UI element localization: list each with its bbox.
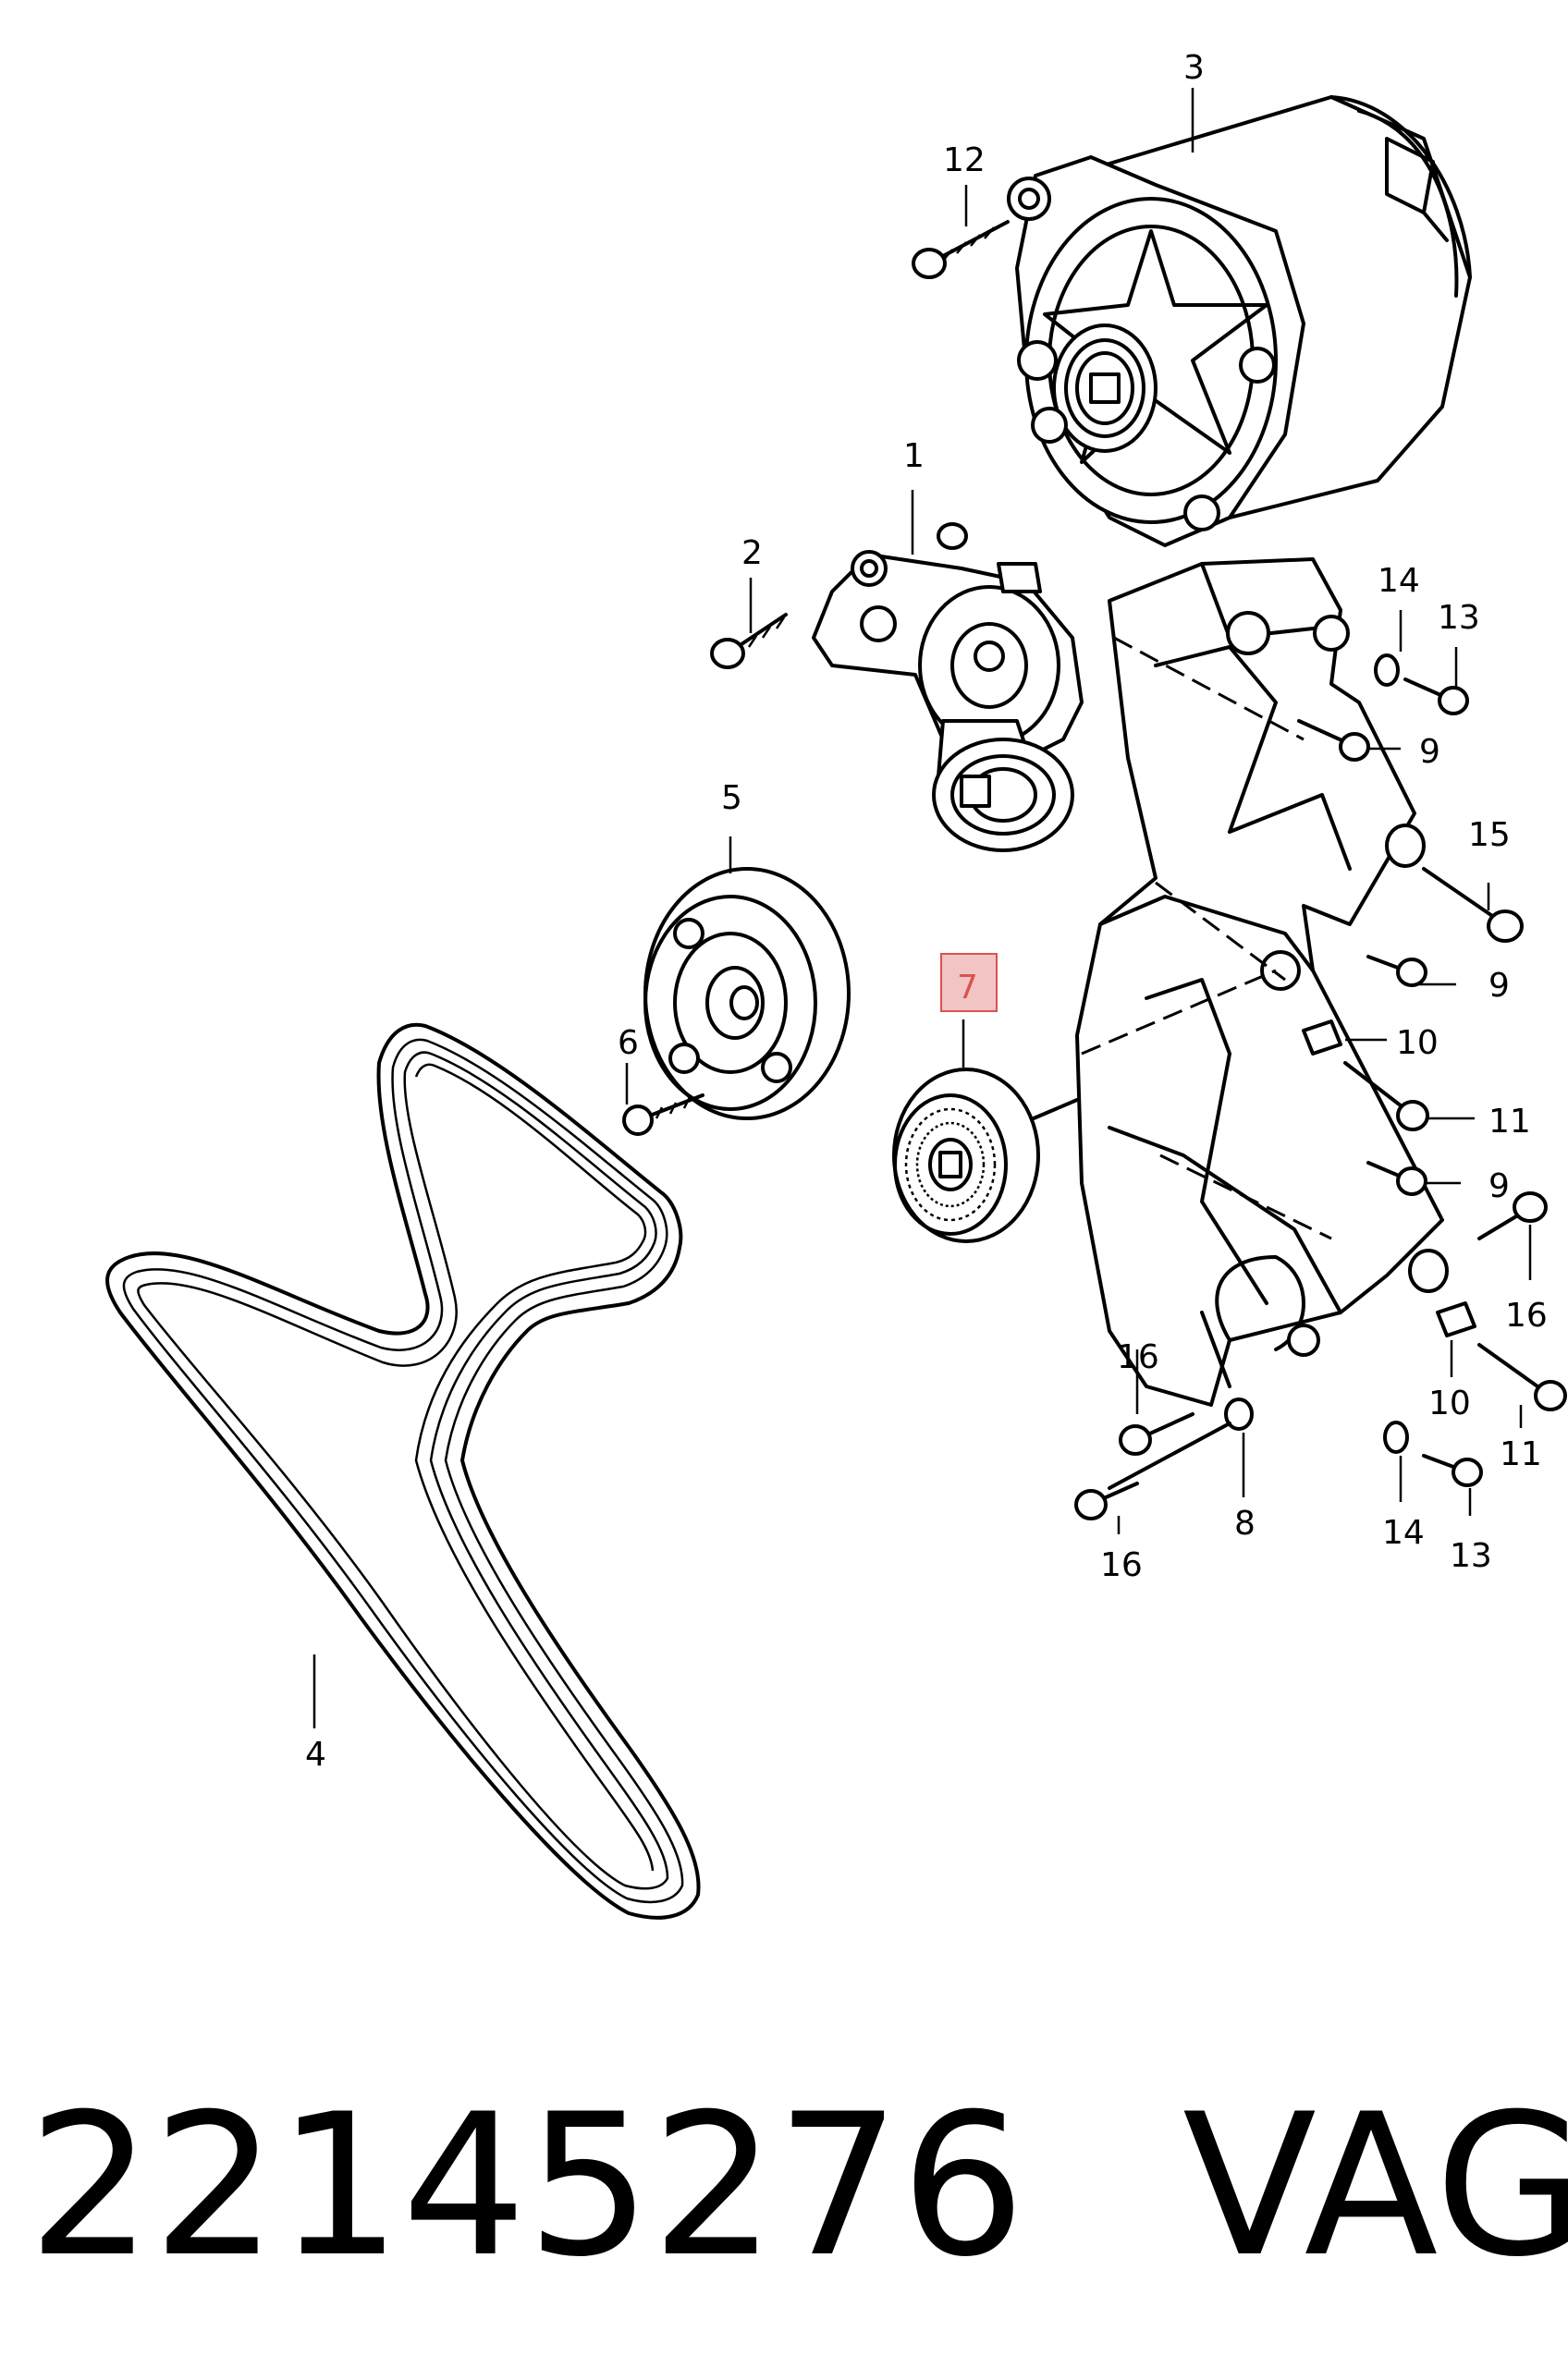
label-13a: 13	[1438, 599, 1480, 637]
label-7: 7	[957, 969, 978, 1007]
label-16a: 16	[1505, 1297, 1548, 1335]
washer-14b	[1383, 1421, 1409, 1454]
label-1: 1	[903, 437, 925, 475]
bolts	[622, 220, 1567, 1520]
bolt-11b	[1477, 1343, 1567, 1411]
label-6: 6	[618, 1024, 639, 1062]
label-12: 12	[943, 141, 986, 179]
bolt-9a	[1297, 719, 1370, 762]
part-number: 22145276	[28, 2071, 1026, 2300]
sleeve-10a	[1302, 1019, 1342, 1056]
leader-lines	[312, 88, 1532, 1728]
bolt-16b	[1119, 1412, 1194, 1456]
deflection-pulley-5	[643, 867, 851, 1120]
label-10b: 10	[1428, 1385, 1471, 1422]
brand-name: VAG	[1182, 2071, 1568, 2300]
bolt-6	[622, 1093, 704, 1136]
bolt-15	[1422, 867, 1524, 943]
label-9c: 9	[1488, 1167, 1510, 1205]
bolt-9b	[1366, 955, 1427, 987]
label-4: 4	[305, 1736, 326, 1774]
label-2: 2	[741, 534, 763, 572]
label-13b: 13	[1450, 1537, 1492, 1575]
label-9a: 9	[1419, 733, 1440, 771]
highlight-box-7	[940, 953, 998, 1012]
label-16c: 16	[1100, 1546, 1143, 1584]
washer-14a	[1374, 653, 1400, 687]
label-15: 15	[1468, 816, 1511, 854]
bolt-13a	[1403, 677, 1469, 715]
alternator	[1007, 95, 1472, 547]
deflection-pulley-7	[892, 1068, 1079, 1243]
part-number-footer: 22145276 VAG	[28, 2071, 1568, 2300]
sleeve-10b	[1436, 1301, 1476, 1337]
label-3: 3	[1183, 49, 1205, 87]
label-10a: 10	[1396, 1024, 1439, 1062]
label-14a: 14	[1378, 562, 1420, 600]
label-11a: 11	[1488, 1103, 1531, 1141]
part-labels: 3 12 1 2 5 6 7 4 14 13 9 15 9 10 11 9 16…	[305, 49, 1548, 1774]
washer-8	[1108, 1397, 1254, 1490]
bolt-16c	[1074, 1482, 1139, 1520]
bolt-13b	[1422, 1454, 1483, 1487]
label-14b: 14	[1382, 1514, 1425, 1552]
bolt-12	[912, 220, 1010, 279]
bolt-11a	[1343, 1061, 1429, 1131]
mounting-bracket	[1075, 557, 1449, 1407]
belt-tensioner	[812, 522, 1084, 852]
bolt-9c	[1366, 1161, 1427, 1196]
label-11b: 11	[1500, 1435, 1542, 1473]
bolt-2	[710, 613, 788, 669]
label-5: 5	[721, 779, 742, 817]
label-8: 8	[1234, 1505, 1256, 1543]
label-16b: 16	[1117, 1338, 1159, 1376]
poly-v-belt	[105, 1022, 701, 1920]
label-9b: 9	[1488, 967, 1510, 1005]
bolt-16a	[1477, 1191, 1548, 1240]
